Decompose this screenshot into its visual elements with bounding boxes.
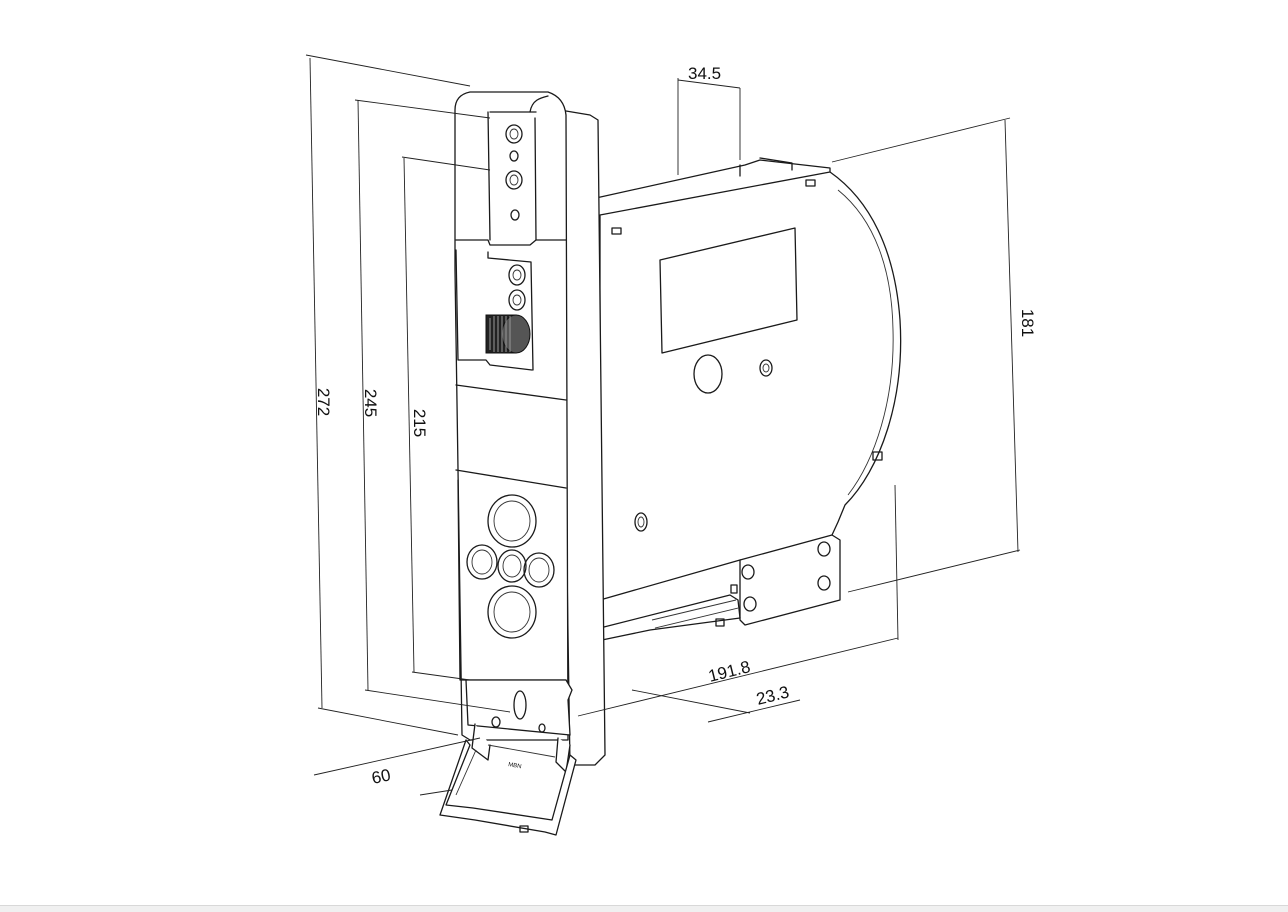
dim-offset: 23.3: [754, 682, 791, 708]
reel-housing: [595, 157, 902, 641]
fold-handle: MBN: [439, 723, 577, 836]
dim-depth-top: 34.5: [688, 64, 721, 83]
dim-width: 60: [370, 765, 392, 788]
plate-marking: MBN: [508, 762, 522, 770]
dim-height-housing: 181: [1018, 309, 1037, 337]
dim-length-depth: 191.8: [706, 657, 752, 686]
bottom-scrollbar-track: [0, 905, 1288, 912]
dim-height-inner: 215: [410, 409, 429, 437]
front-cover: [454, 91, 606, 766]
dimension-lines: [305, 54, 1021, 796]
dim-height-mid: 245: [361, 389, 380, 417]
dim-height-overall: 272: [314, 388, 333, 416]
